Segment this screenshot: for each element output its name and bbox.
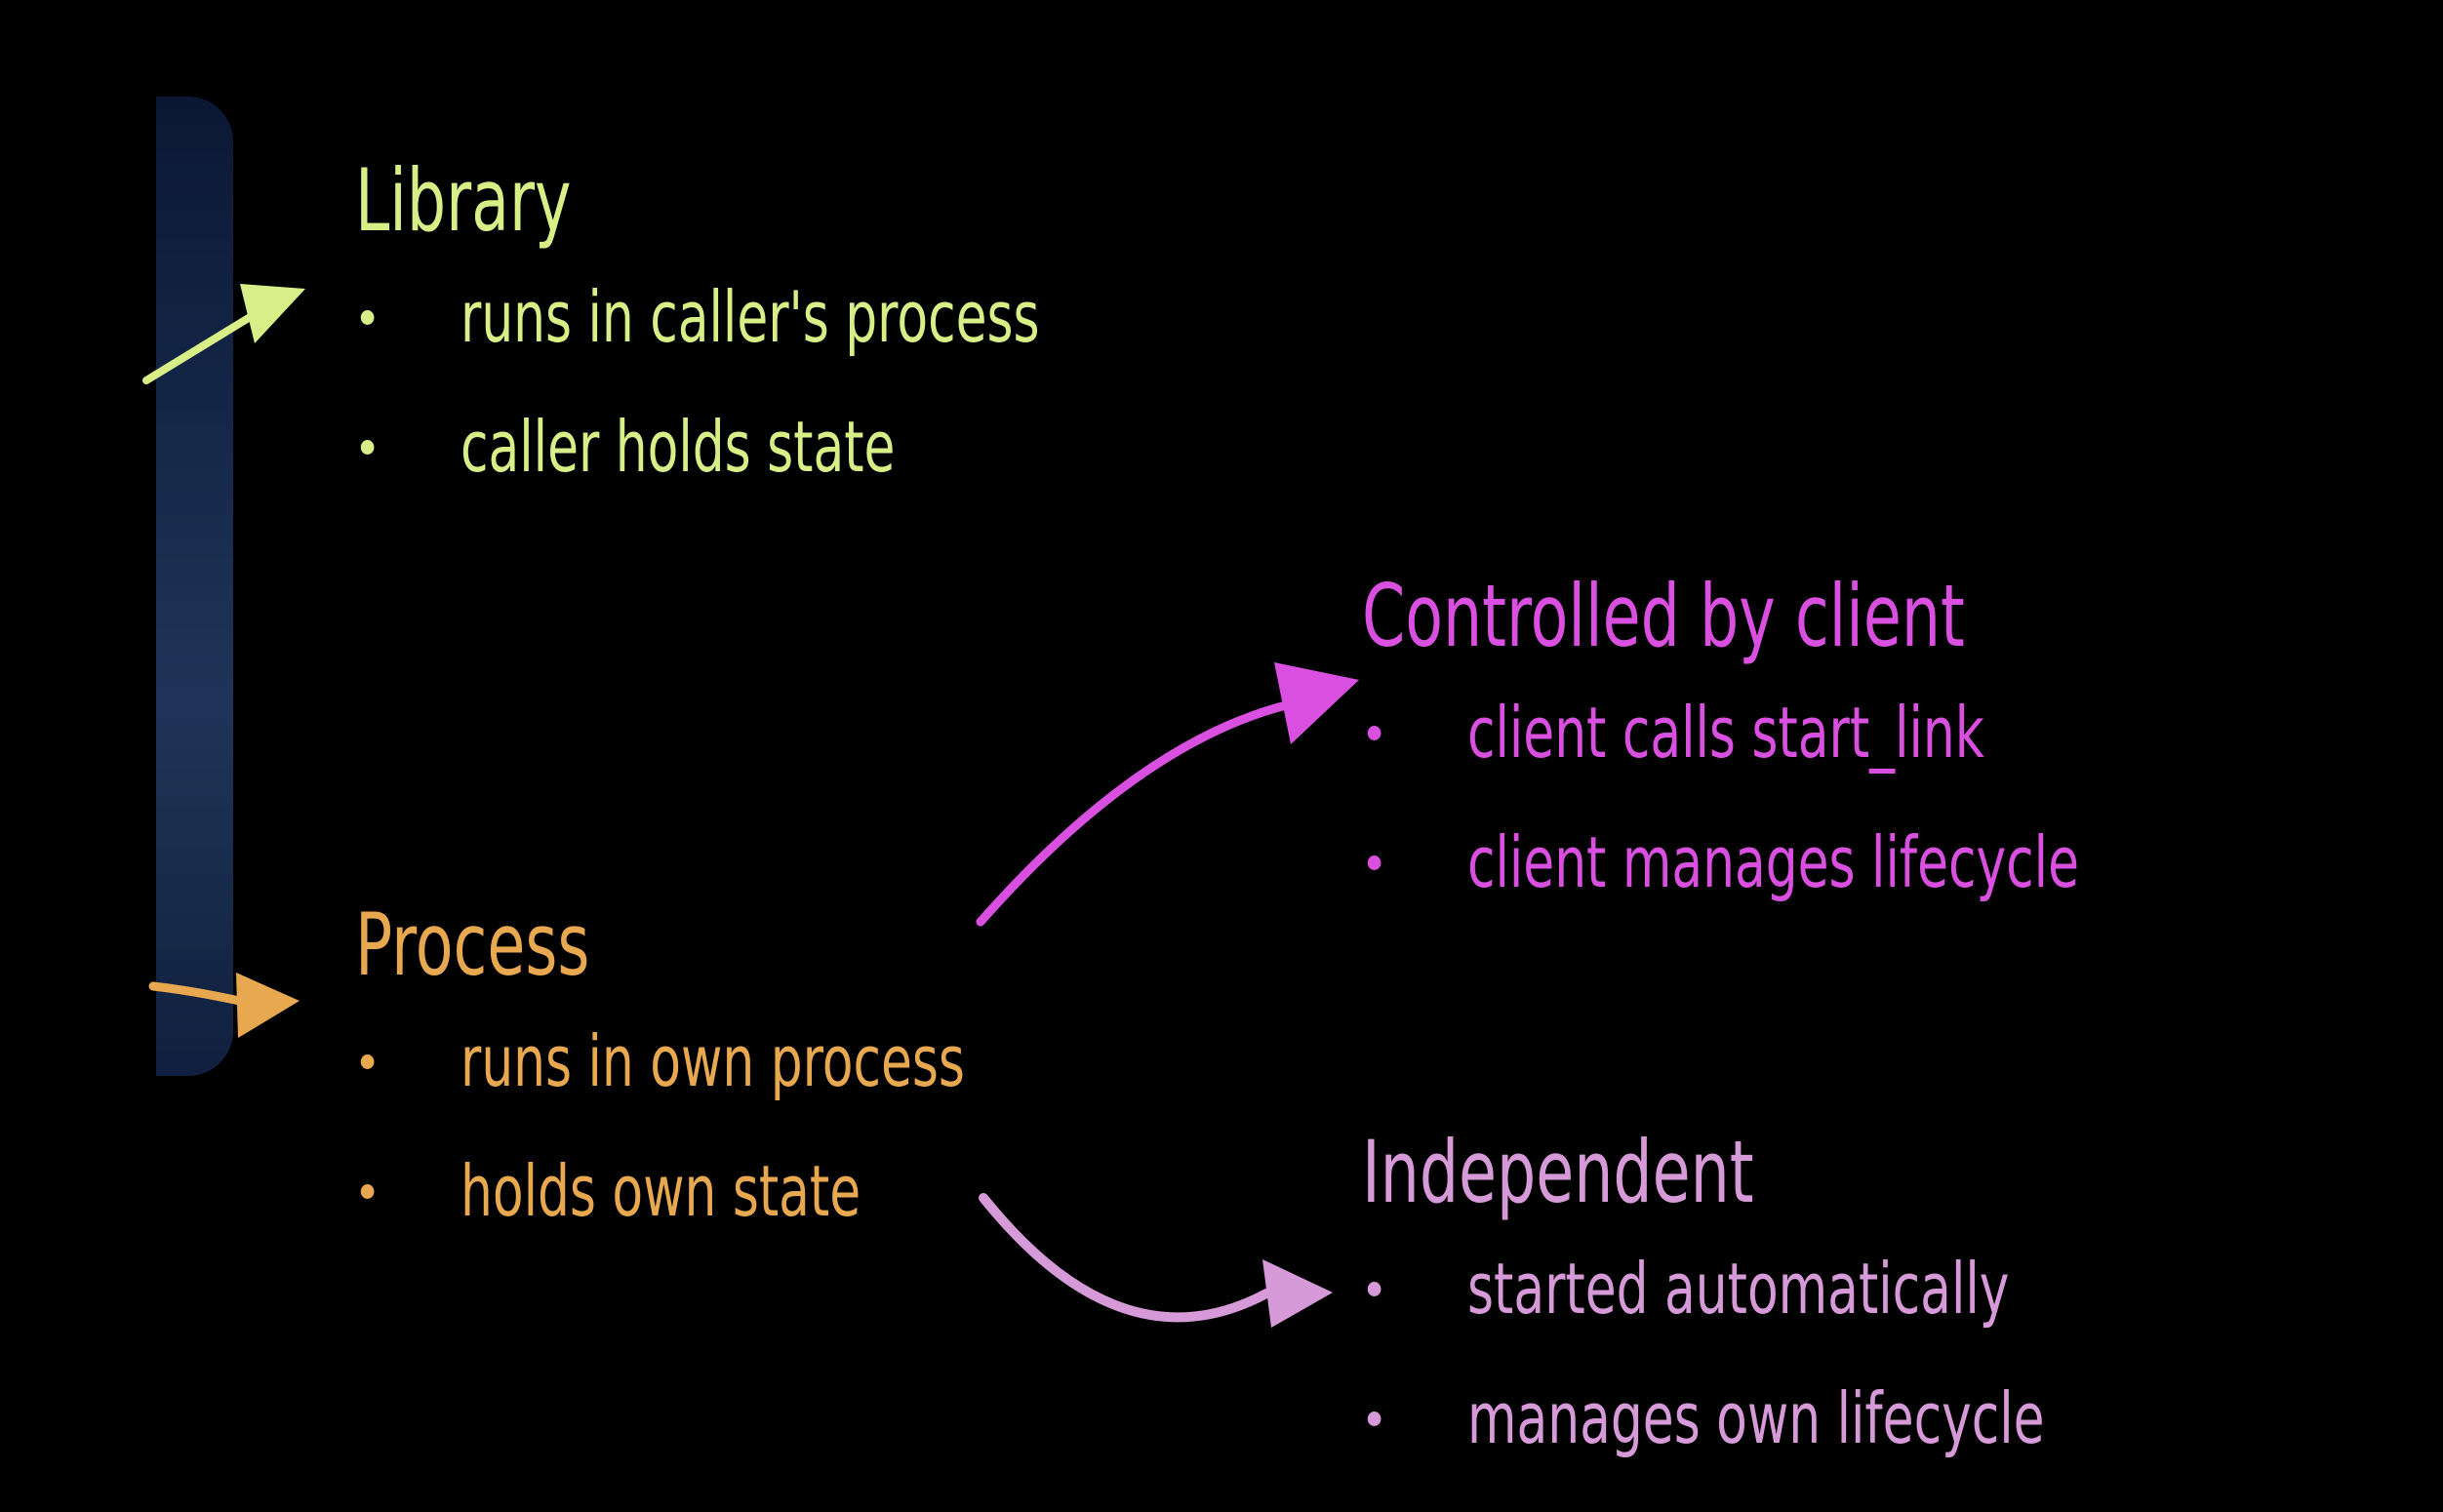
process-title: Process (355, 895, 590, 995)
controlled-by-client-section: Controlled by client client calls start_… (1362, 564, 2079, 957)
bullet-dot (1367, 1282, 1382, 1296)
controlled-by-client-arrow (976, 662, 1359, 927)
bullet-text: manages own lifecycle (1467, 1377, 2045, 1459)
library-arrow (142, 284, 305, 384)
list-item: client manages lifecycle (1362, 827, 2079, 897)
process-section: Process runs in own process holds own st… (355, 893, 965, 1286)
independent-section: Independent started automatically manage… (1362, 1120, 2045, 1512)
bullet-dot (360, 310, 375, 325)
bullet-text: started automatically (1467, 1248, 2010, 1330)
bullet-dot (360, 1054, 375, 1069)
bullet-dot (1367, 855, 1382, 870)
list-item: holds own state (355, 1156, 965, 1226)
bullet-text: runs in caller's process (461, 276, 1040, 358)
list-item: started automatically (1362, 1253, 2045, 1324)
list-item: client calls start_link (1362, 697, 2079, 768)
arrow-line (148, 981, 249, 1007)
arrow-head (240, 284, 305, 343)
arrow-head (1262, 1259, 1333, 1328)
independent-title: Independent (1362, 1122, 1754, 1222)
list-item: manages own lifecycle (1362, 1383, 2045, 1453)
slide-edge-bar (156, 97, 233, 1076)
bullet-text: holds own state (461, 1150, 861, 1232)
list-item: caller holds state (355, 412, 1039, 482)
arrow-head (236, 973, 300, 1038)
bullet-dot (360, 1184, 375, 1199)
list-item: runs in caller's process (355, 282, 1039, 352)
bullet-dot (1367, 726, 1382, 740)
library-section: Library runs in caller's process caller … (355, 148, 1039, 541)
arrow-line (976, 699, 1295, 927)
bullet-text: caller holds state (461, 406, 896, 488)
arrow-head (1274, 662, 1359, 744)
bullet-text: runs in own process (461, 1020, 965, 1102)
bullet-dot (360, 440, 375, 455)
arrow-line (979, 1193, 1271, 1323)
independent-arrow (979, 1193, 1333, 1328)
list-item: runs in own process (355, 1026, 965, 1096)
bullet-dot (1367, 1412, 1382, 1426)
bullet-text: client manages lifecycle (1467, 821, 2079, 903)
library-title: Library (355, 150, 572, 251)
controlled-by-client-title: Controlled by client (1362, 566, 1965, 666)
process-arrow (148, 973, 300, 1038)
bullet-text: client calls start_link (1467, 692, 1984, 774)
arrow-line (142, 312, 256, 384)
